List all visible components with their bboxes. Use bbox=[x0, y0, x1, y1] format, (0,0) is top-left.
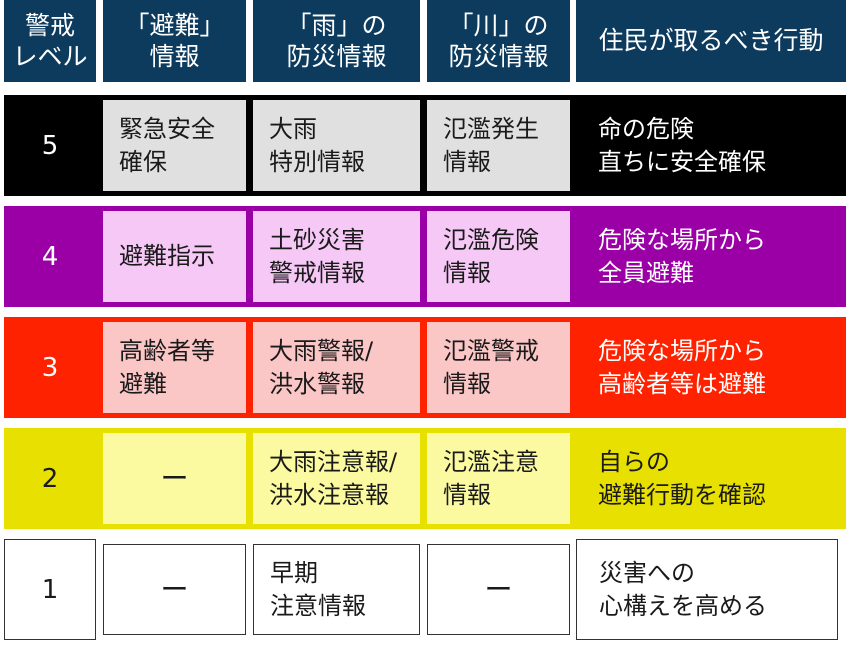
row-river-cell-2: 氾濫注意 情報 bbox=[427, 433, 570, 524]
row-evac-5: 緊急安全 確保 bbox=[119, 115, 215, 176]
header-evac: 「避難」 情報 bbox=[103, 0, 246, 82]
row-level-3: 3 bbox=[41, 352, 59, 383]
header-rain-label: 「雨」の 防災情報 bbox=[286, 10, 387, 71]
row-river-cell-5: 氾濫発生 情報 bbox=[427, 100, 570, 191]
row-rain-3: 大雨警報/ 洪水警報 bbox=[269, 337, 374, 398]
row-rain-cell-3: 大雨警報/ 洪水警報 bbox=[253, 322, 420, 413]
header-evac-label: 「避難」 情報 bbox=[124, 10, 225, 71]
row-rain-cell-2: 大雨注意報/ 洪水注意報 bbox=[253, 433, 420, 524]
row-river-5: 氾濫発生 情報 bbox=[443, 115, 539, 176]
row-river-1: ー bbox=[484, 572, 513, 606]
header-river-label: 「川」の 防災情報 bbox=[448, 10, 549, 71]
row-rain-cell-4: 土砂災害 警戒情報 bbox=[253, 211, 420, 302]
row-evac-cell-4: 避難指示 bbox=[103, 211, 246, 302]
header-level: 警戒 レベル bbox=[4, 0, 96, 82]
row-level-2: 2 bbox=[41, 463, 59, 494]
header-rain: 「雨」の 防災情報 bbox=[253, 0, 420, 82]
row-river-cell-4: 氾濫危険 情報 bbox=[427, 211, 570, 302]
row-action-2: 自らの 避難行動を確認 bbox=[598, 448, 766, 509]
row-level-4: 4 bbox=[41, 241, 59, 272]
row-rain-4: 土砂災害 警戒情報 bbox=[269, 226, 365, 287]
header-level-label: 警戒 レベル bbox=[12, 10, 88, 71]
row-action-3: 危険な場所から 高齢者等は避難 bbox=[598, 337, 766, 398]
row-rain-cell-5: 大雨 特別情報 bbox=[253, 100, 420, 191]
row-river-cell-1: ー bbox=[427, 544, 570, 635]
row-evac-1: ー bbox=[160, 572, 189, 606]
row-action-1: 災害への 心構えを高める bbox=[576, 539, 838, 640]
row-evac-cell-5: 緊急安全 確保 bbox=[103, 100, 246, 191]
header-action-label: 住民が取るべき行動 bbox=[598, 26, 824, 56]
row-rain-2: 大雨注意報/ 洪水注意報 bbox=[269, 448, 398, 509]
header-river: 「川」の 防災情報 bbox=[427, 0, 570, 82]
row-river-2: 氾濫注意 情報 bbox=[443, 448, 539, 509]
row-action-4: 危険な場所から 全員避難 bbox=[598, 226, 766, 287]
header-action: 住民が取るべき行動 bbox=[576, 0, 846, 82]
row-evac-4: 避難指示 bbox=[119, 242, 215, 271]
row-level-5: 5 bbox=[41, 130, 59, 161]
row-action-5: 命の危険 直ちに安全確保 bbox=[598, 115, 766, 176]
row-river-4: 氾濫危険 情報 bbox=[443, 226, 539, 287]
row-rain-1: 早期 注意情報 bbox=[270, 559, 366, 620]
row-evac-3: 高齢者等 避難 bbox=[119, 337, 215, 398]
row-evac-cell-3: 高齢者等 避難 bbox=[103, 322, 246, 413]
row-rain-cell-1: 早期 注意情報 bbox=[253, 544, 420, 635]
row-river-3: 氾濫警戒 情報 bbox=[443, 337, 539, 398]
row-river-cell-3: 氾濫警戒 情報 bbox=[427, 322, 570, 413]
row-evac-2: ー bbox=[160, 461, 189, 495]
row-rain-5: 大雨 特別情報 bbox=[269, 115, 365, 176]
row-evac-cell-2: ー bbox=[103, 433, 246, 524]
row-level-1: 1 bbox=[4, 539, 96, 640]
row-evac-cell-1: ー bbox=[103, 544, 246, 635]
